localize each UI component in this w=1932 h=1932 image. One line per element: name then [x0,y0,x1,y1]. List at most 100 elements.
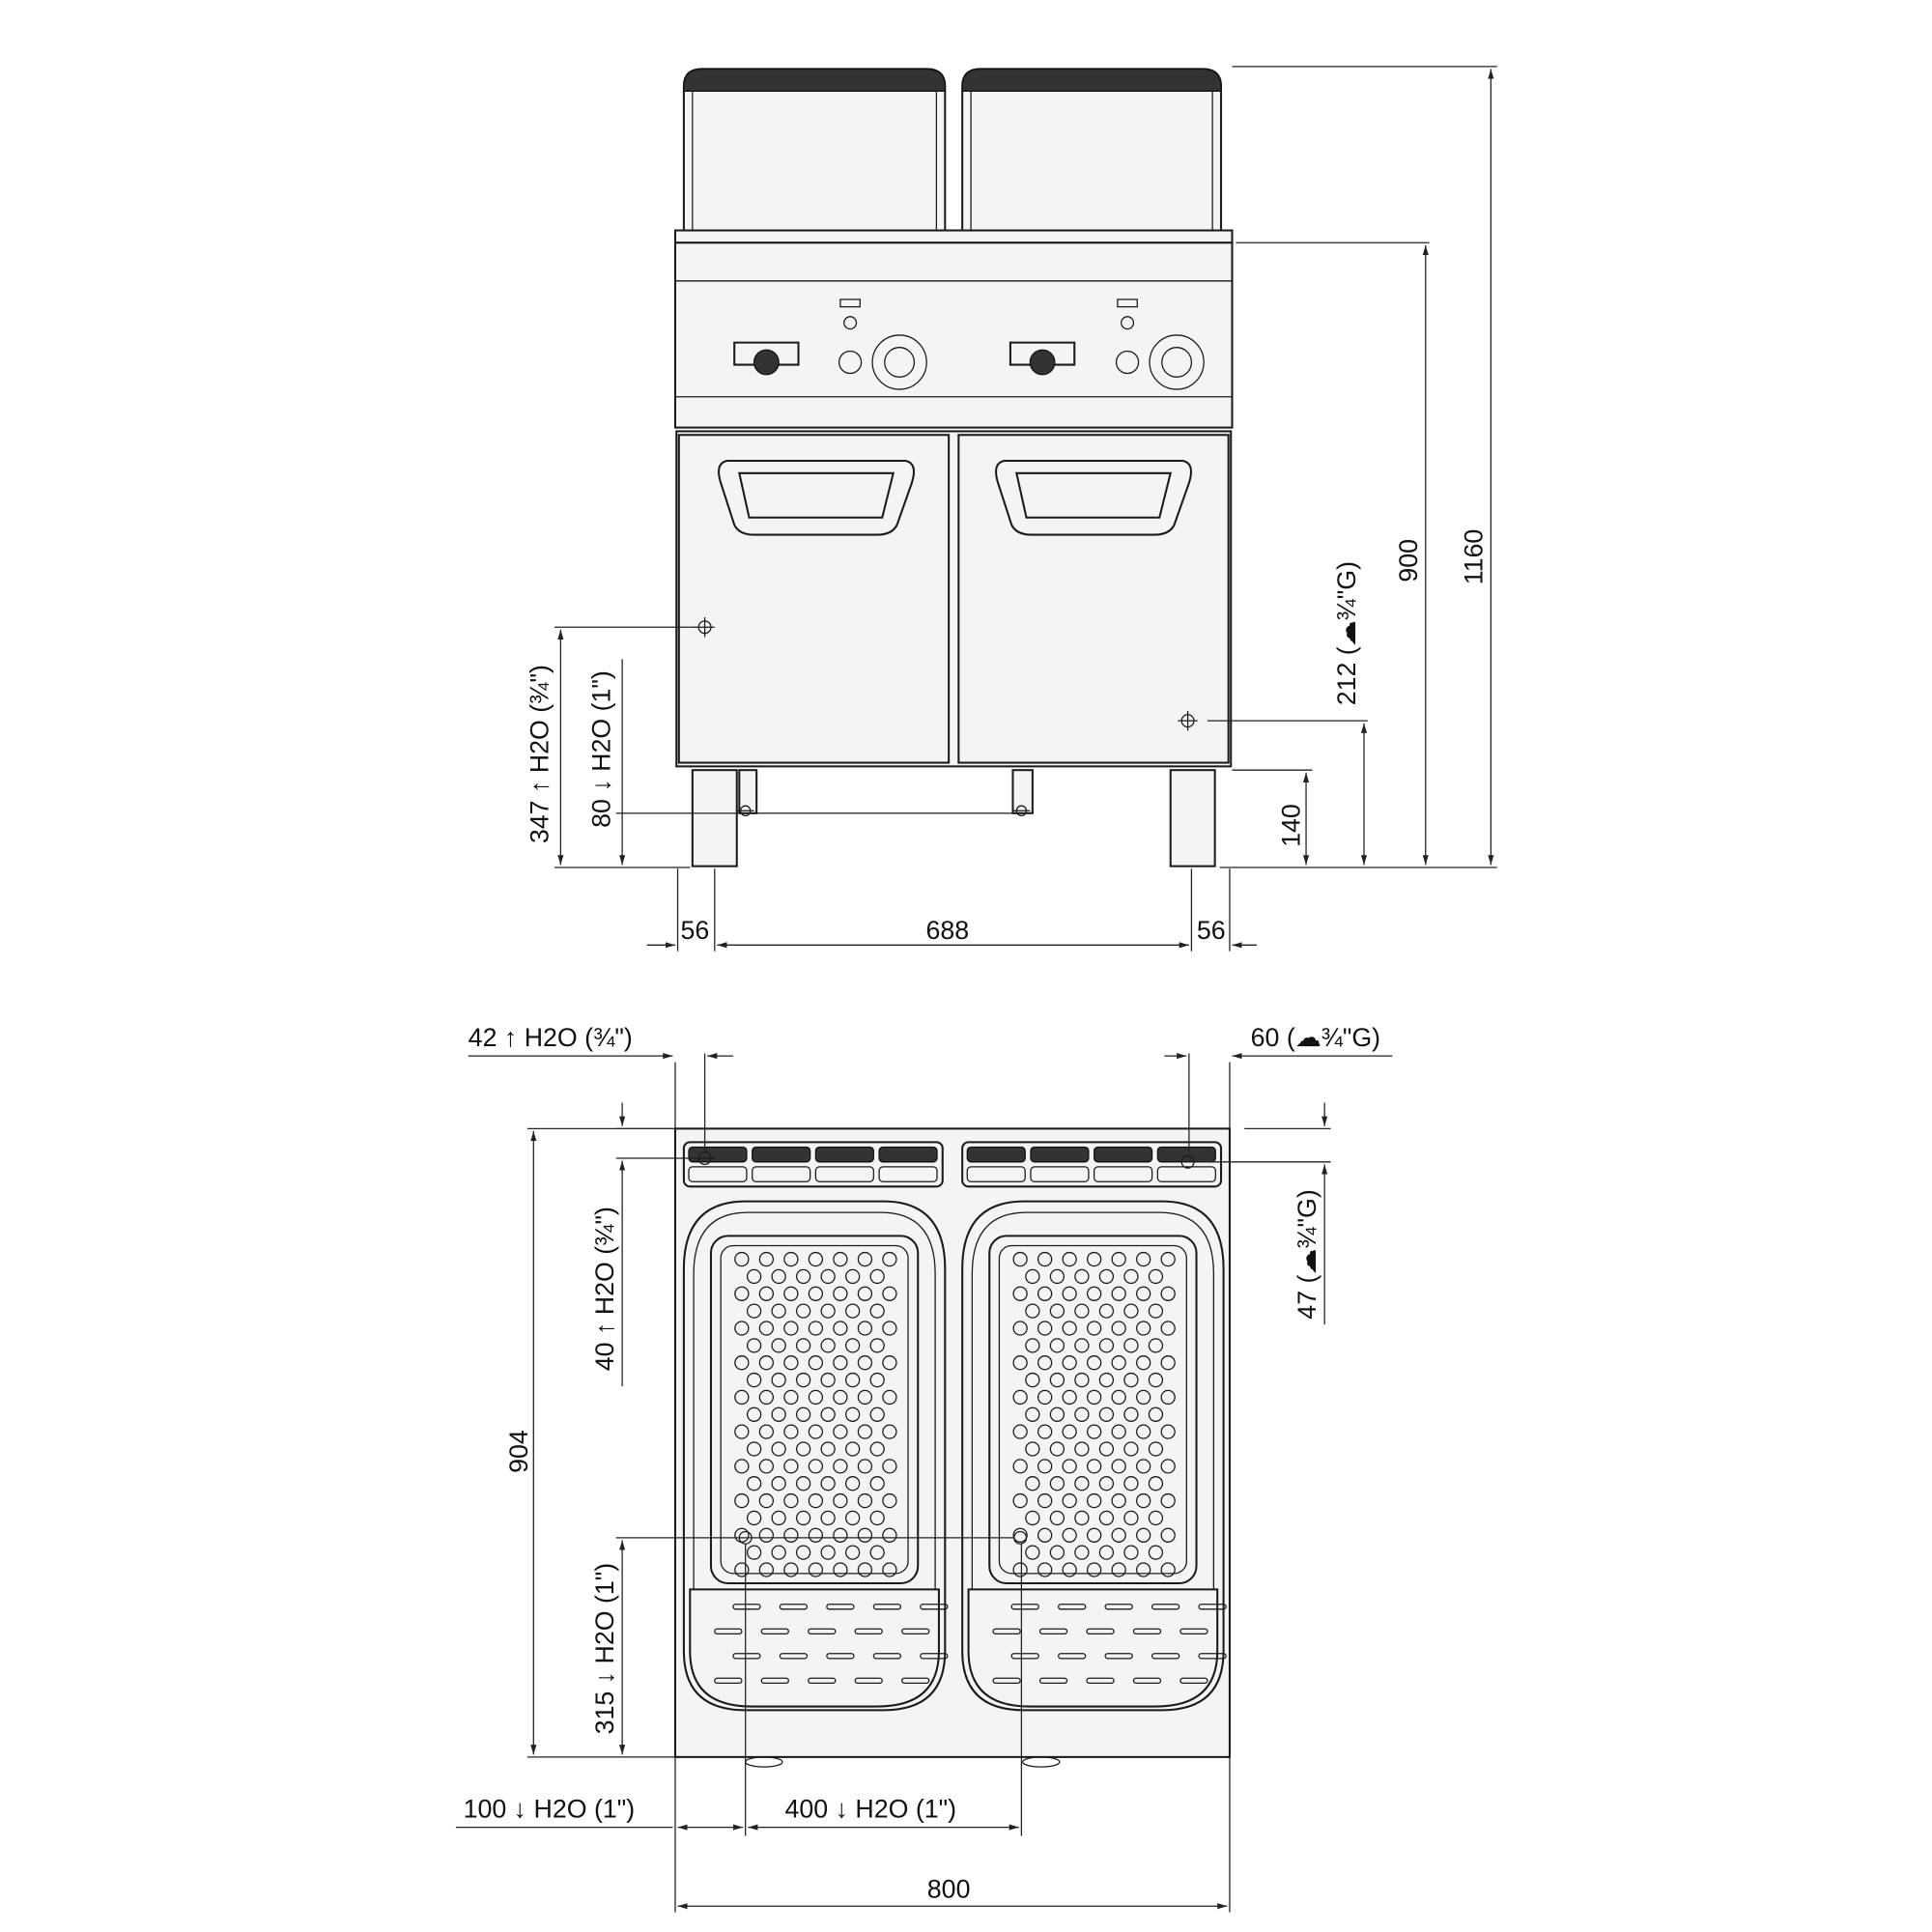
basket-hole [1074,1338,1090,1353]
basket-hole [783,1562,799,1577]
basket-hole [1111,1251,1126,1267]
leg-rear [1011,769,1034,814]
basket-hole [1087,1389,1102,1406]
basket-hole [734,1355,750,1371]
basket-hole [1062,1286,1077,1301]
basket-hole [1062,1459,1077,1474]
drip-slot [1086,1677,1115,1684]
basket-hole [758,1492,775,1509]
basket-hole [1074,1441,1090,1457]
basket-hole [857,1424,873,1439]
basket-hole [857,1389,873,1406]
basket-hole [1025,1338,1040,1353]
basket-hole [1136,1355,1151,1371]
dim-height-total: 1160 [1459,529,1488,585]
dim-left-offset: 56 [680,916,709,945]
basket-hole [1111,1459,1126,1474]
basket-hole [882,1251,897,1267]
basket-hole [1062,1389,1077,1406]
basket-hole [882,1424,897,1439]
basket-hole [833,1562,848,1577]
handle-right [995,460,1192,536]
basket-hole [783,1527,799,1543]
basket-hole [857,1355,873,1371]
basket-hole [746,1510,762,1526]
basket-hole [808,1527,824,1543]
basket-hole [734,1286,750,1301]
fryer-well [682,1200,947,1712]
basket-hole [1012,1424,1028,1439]
basket-hole [820,1476,836,1492]
basket-hole [1111,1562,1126,1577]
drip-slot [1038,1628,1068,1634]
basket-hole [1111,1424,1126,1439]
basket-hole [734,1562,750,1577]
vent-slot [814,1146,874,1163]
basket-hole [882,1286,897,1301]
top-dimension-lines [455,1053,1393,1913]
basket-hole [1136,1424,1151,1439]
basket-hole [1160,1355,1176,1371]
basket-hole [1062,1321,1077,1336]
basket-hole [795,1303,811,1319]
basket-hole [795,1476,811,1492]
basket-hole [857,1527,873,1543]
basket-hole [1087,1286,1102,1301]
drip-slot [1038,1677,1068,1684]
drip-slot [714,1628,743,1634]
basket-hole [882,1459,897,1474]
basket-hole [1111,1527,1126,1543]
basket-hole [1087,1562,1102,1577]
basket-hole [746,1338,762,1353]
basket-hole [845,1476,861,1492]
basket-hole [1049,1476,1065,1492]
vent-slot [752,1146,811,1163]
drip-tray [689,1588,940,1708]
drip-slot [826,1604,855,1610]
basket-hole [869,1545,885,1560]
basket-hole [857,1251,873,1267]
drip-slot [732,1604,761,1610]
leg-rear-left [738,769,758,814]
basket-hole [1037,1562,1053,1577]
basket-hole [882,1562,897,1577]
basket-hole [833,1492,848,1509]
dim-gas-inlet-x: 60 (☁¾"G) [1251,1023,1380,1052]
basket-hole [1074,1406,1090,1422]
basket-hole [1012,1251,1028,1267]
drip-slot [992,1628,1021,1634]
basket-hole [783,1492,799,1509]
basket-hole [1087,1355,1102,1371]
basket-hole [1111,1355,1126,1371]
basket-hole [1160,1459,1176,1474]
basket-hole [758,1562,775,1577]
basket-hole [1160,1527,1176,1543]
basket-hole [1025,1268,1040,1285]
drip-slot [854,1628,883,1634]
basket-hole [857,1286,873,1301]
basket-hole [1123,1441,1139,1457]
basket-hole [808,1424,824,1439]
drip-slot [1086,1628,1115,1634]
basket-hole [1136,1389,1151,1406]
drip-slot [1179,1677,1208,1684]
basket-hole [1160,1389,1176,1406]
basket-hole [783,1321,799,1336]
basket-hole [1074,1372,1090,1388]
basket-hole [1012,1459,1028,1474]
drip-slot [1179,1628,1208,1634]
drip-slot [714,1677,743,1684]
basket-hole [845,1510,861,1526]
basket [709,1235,920,1585]
basket-hole [857,1321,873,1336]
basket-hole [833,1355,848,1371]
basket-hole [795,1406,811,1422]
basket-hole [1062,1527,1077,1543]
dim-right-offset: 56 [1197,916,1226,945]
basket-hole [746,1476,762,1492]
basket-hole [1012,1389,1028,1406]
gas-knob-right [1029,349,1056,376]
basket-hole [1148,1268,1164,1285]
basket-hole [1012,1321,1028,1336]
basket-hole [1049,1510,1065,1526]
